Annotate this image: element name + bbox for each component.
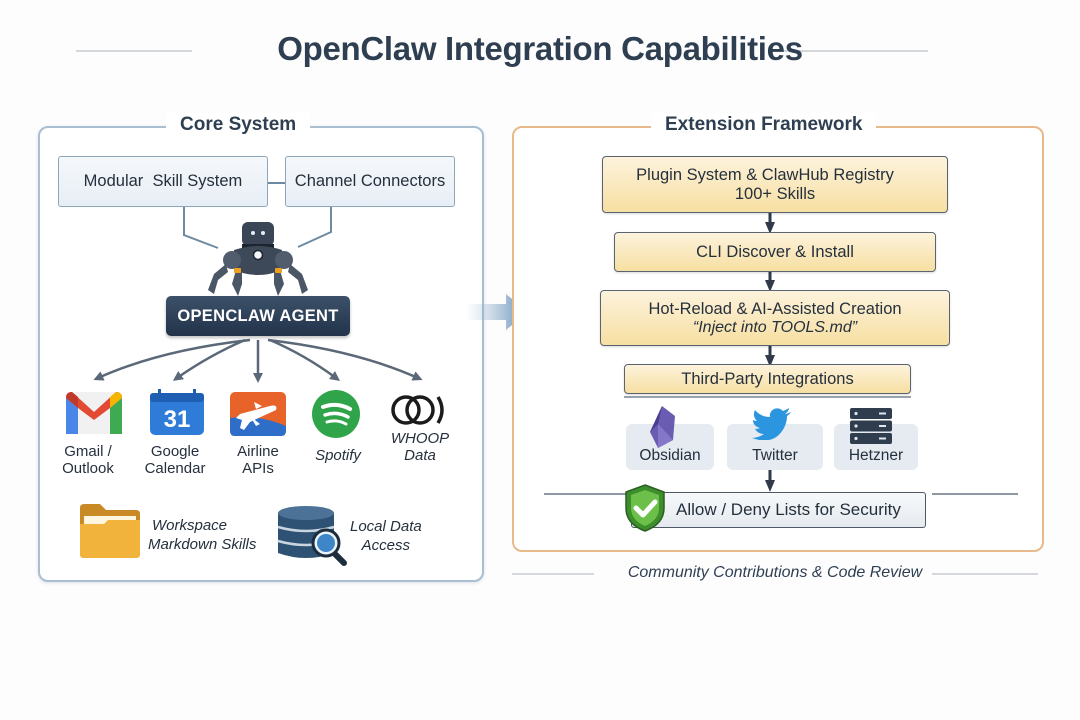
twitter-tile: Twitter — [727, 424, 823, 470]
extension-connectors — [544, 213, 1018, 495]
skill-to-agent-line — [183, 207, 219, 249]
obsidian-label: Obsidian — [639, 447, 701, 464]
modular-skill-system-box: Modular Skill System — [58, 156, 268, 207]
hot-reload-step: Hot-Reload & AI-Assisted Creation “Injec… — [600, 290, 950, 346]
title-rule-right — [782, 50, 928, 52]
cli-discover-install-step: CLI Discover & Install — [614, 232, 936, 272]
airline-icon — [230, 392, 286, 436]
arrow-to-spotify — [269, 338, 341, 381]
plugin-system-step: Plugin System & ClawHub Registry 100+ Sk… — [602, 156, 948, 213]
page-title: OpenClaw Integration Capabilities — [277, 30, 803, 67]
calendar-day: 31 — [164, 406, 191, 433]
channel-connectors-box: Channel Connectors — [285, 156, 455, 207]
third-party-integrations-step: Third-Party Integrations — [624, 364, 911, 394]
community-contributions-footer: Community Contributions & Code Review — [627, 564, 923, 581]
footer-rule-right — [932, 573, 1038, 575]
twitter-label: Twitter — [752, 447, 798, 464]
title-rule-left — [76, 50, 192, 52]
hetzner-tile: Hetzner — [834, 424, 918, 470]
security-label: Allow / Deny Lists for Security — [676, 500, 901, 519]
hetzner-label: Hetzner — [848, 447, 904, 464]
robot-claw-icon — [208, 222, 308, 296]
shield-check-icon — [625, 484, 665, 532]
allow-deny-lists-box: Allow / Deny Lists for Security — [631, 492, 926, 528]
openclaw-agent-box: OPENCLAW AGENT — [166, 296, 350, 336]
obsidian-tile: Obsidian — [626, 424, 714, 470]
server-icon — [850, 408, 892, 444]
extension-framework-title: Extension Framework — [651, 113, 877, 137]
spotify-label: Spotify — [315, 447, 361, 464]
arrow-to-calendar — [172, 338, 246, 381]
twitter-icon — [752, 408, 791, 440]
folder-icon — [80, 504, 140, 558]
gmail-icon — [66, 392, 122, 434]
spotify-icon — [312, 390, 360, 438]
channel-to-agent-line — [297, 207, 332, 248]
whoop-icon — [391, 395, 444, 425]
footer-rule-left — [512, 573, 594, 575]
obsidian-icon — [650, 406, 675, 448]
core-connectors — [93, 182, 423, 383]
gmail-outlook-label: Gmail /Outlook — [62, 443, 114, 477]
arrow-to-gmail — [93, 338, 251, 381]
google-calendar-icon: 31 — [150, 389, 204, 435]
database-search-icon — [277, 506, 347, 566]
core-system-title: Core System — [166, 113, 311, 137]
arrow-to-whoop — [267, 338, 423, 381]
